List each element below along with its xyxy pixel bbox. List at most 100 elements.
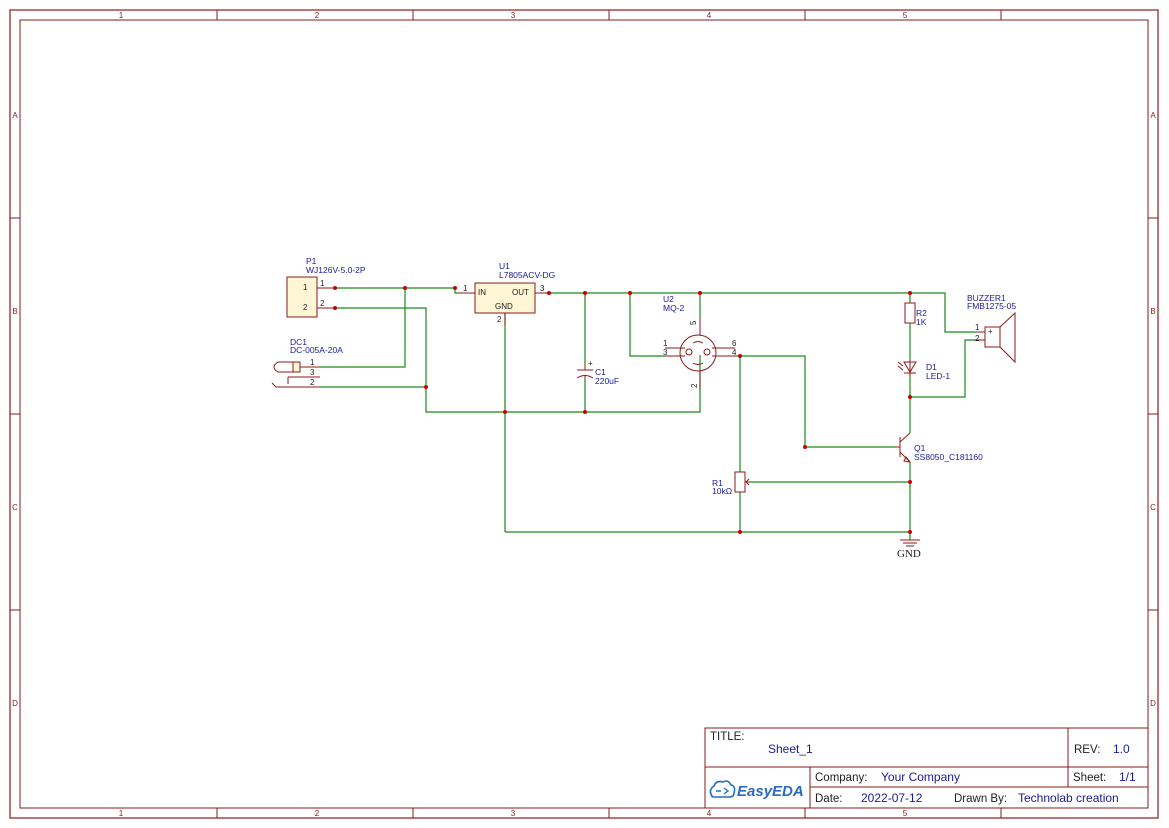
col-label-top-2: 2 (315, 11, 320, 20)
junction-dot (908, 530, 912, 534)
drawn-by-value: Technolab creation (1018, 791, 1119, 805)
junction-dot (803, 445, 807, 449)
p1-pin1: 1 (320, 279, 325, 288)
u1-pin1: 1 (463, 284, 468, 293)
u2-pin4: 4 (732, 348, 737, 357)
u1-pin2: 2 (497, 315, 502, 324)
buzzer1-plus: + (988, 327, 993, 336)
d1-value: LED-1 (926, 371, 950, 381)
wires (320, 287, 975, 540)
regulator-u1[interactable]: U1 L7805ACV-DG IN OUT GND 1 3 2 (460, 261, 555, 325)
col-label-bottom-1: 1 (119, 809, 124, 818)
rev-value: 1.0 (1113, 742, 1130, 756)
col-label-top-5: 5 (903, 11, 908, 20)
col-label-bottom-3: 3 (511, 809, 516, 818)
resistor-r2[interactable]: R2 1K (904, 302, 927, 327)
capacitor-c1[interactable]: + C1 220uF (576, 359, 619, 386)
title-value: Sheet_1 (768, 742, 813, 756)
junction-dot (698, 291, 702, 295)
gas-sensor-u2[interactable]: U2 MQ-2 1 3 5 6 4 2 (663, 294, 737, 390)
u2-value: MQ-2 (663, 303, 685, 313)
u2-pin3: 3 (663, 348, 668, 357)
buzzer1-ref: BUZZER1 (967, 293, 1006, 303)
col-label-bottom-4: 4 (707, 809, 712, 818)
row-label-right-c: C (1150, 503, 1156, 512)
junctions (333, 286, 912, 534)
junction-dot (908, 480, 912, 484)
dc1-pin3: 3 (310, 368, 315, 377)
dc1-ref: DC1 (290, 337, 307, 347)
row-label-left-b: B (12, 307, 17, 316)
dc1-value: DC-005A-20A (290, 345, 343, 355)
col-label-bottom-2: 2 (315, 809, 320, 818)
u2-pin6: 6 (732, 339, 737, 348)
q1-value: SS8050_C181160 (914, 452, 983, 462)
p1-pin1-inner: 1 (303, 283, 308, 292)
q1-ref: Q1 (914, 443, 926, 453)
row-label-right-d: D (1150, 699, 1156, 708)
c1-ref: C1 (595, 367, 606, 377)
d1-ref: D1 (926, 362, 937, 372)
sheet-key: Sheet: (1073, 772, 1106, 784)
rev-key: REV: (1074, 744, 1100, 756)
date-key: Date: (815, 793, 843, 805)
drawn-by-key: Drawn By: (954, 793, 1007, 805)
junction-dot (628, 291, 632, 295)
connector-p1[interactable]: P1 WJ126V-5.0-2P 1 2 1 2 (286, 256, 366, 318)
u1-pin-in: IN (478, 288, 486, 297)
title-block: TITLE: Sheet_1 REV: 1.0 Company: Your Co… (704, 727, 1149, 809)
row-label-left-d: D (12, 699, 18, 708)
junction-dot (424, 385, 428, 389)
easyeda-logo: EasyEDA (709, 780, 804, 800)
transistor-q1[interactable]: Q1 SS8050_C181160 (895, 432, 983, 463)
company-value: Your Company (881, 770, 960, 784)
dc-jack-dc1[interactable]: DC1 DC-005A-20A 1 3 2 (271, 337, 343, 388)
junction-dot (738, 530, 742, 534)
p1-value: WJ126V-5.0-2P (306, 265, 366, 275)
u1-pin3: 3 (540, 284, 545, 293)
title-key: TITLE: (710, 731, 745, 743)
r1-value: 10kΩ (712, 486, 732, 496)
sheet-frame: 1 2 3 4 5 1 2 3 4 5 A B C D A B C D (9, 9, 1159, 819)
gnd-label: GND (897, 548, 921, 560)
col-label-top-1: 1 (119, 11, 124, 20)
u1-pin-gnd: GND (495, 302, 513, 311)
buzzer-buzzer1[interactable]: BUZZER1 FMB1275-05 1 2 + (967, 293, 1016, 364)
date-value: 2022-07-12 (861, 791, 923, 805)
p1-pin2: 2 (320, 299, 325, 308)
potentiometer-r1[interactable]: R1 10kΩ (712, 471, 750, 496)
dc1-pin2: 2 (310, 378, 315, 387)
row-label-right-b: B (1150, 307, 1155, 316)
row-label-left-c: C (12, 503, 18, 512)
col-label-bottom-5: 5 (903, 809, 908, 818)
sheet-value: 1/1 (1119, 770, 1136, 784)
buzzer1-pin1: 1 (975, 323, 980, 332)
junction-dot (738, 354, 742, 358)
u2-ref: U2 (663, 294, 674, 304)
u2-pin2: 2 (690, 383, 699, 388)
p1-ref: P1 (306, 256, 317, 266)
company-key: Company: (815, 772, 867, 784)
junction-dot (403, 286, 407, 290)
col-label-top-3: 3 (511, 11, 516, 20)
c1-plus: + (588, 359, 593, 368)
c1-value: 220uF (595, 376, 619, 386)
junction-dot (908, 291, 912, 295)
dc1-pin1: 1 (310, 358, 315, 367)
r2-value: 1K (916, 317, 927, 327)
col-label-top-4: 4 (707, 11, 712, 20)
row-label-right-a: A (1150, 111, 1156, 120)
junction-dot (908, 395, 912, 399)
r1-ref: R1 (712, 478, 723, 488)
u1-pin-out: OUT (512, 288, 529, 297)
junction-dot (583, 291, 587, 295)
r2-ref: R2 (916, 308, 927, 318)
led-d1[interactable]: D1 LED-1 (897, 360, 950, 381)
junction-dot (453, 286, 457, 290)
junction-dot (503, 410, 507, 414)
u1-ref: U1 (499, 261, 510, 271)
buzzer1-pin2: 2 (975, 334, 980, 343)
easyeda-logo-text: EasyEDA (737, 783, 804, 800)
row-label-left-a: A (12, 111, 18, 120)
